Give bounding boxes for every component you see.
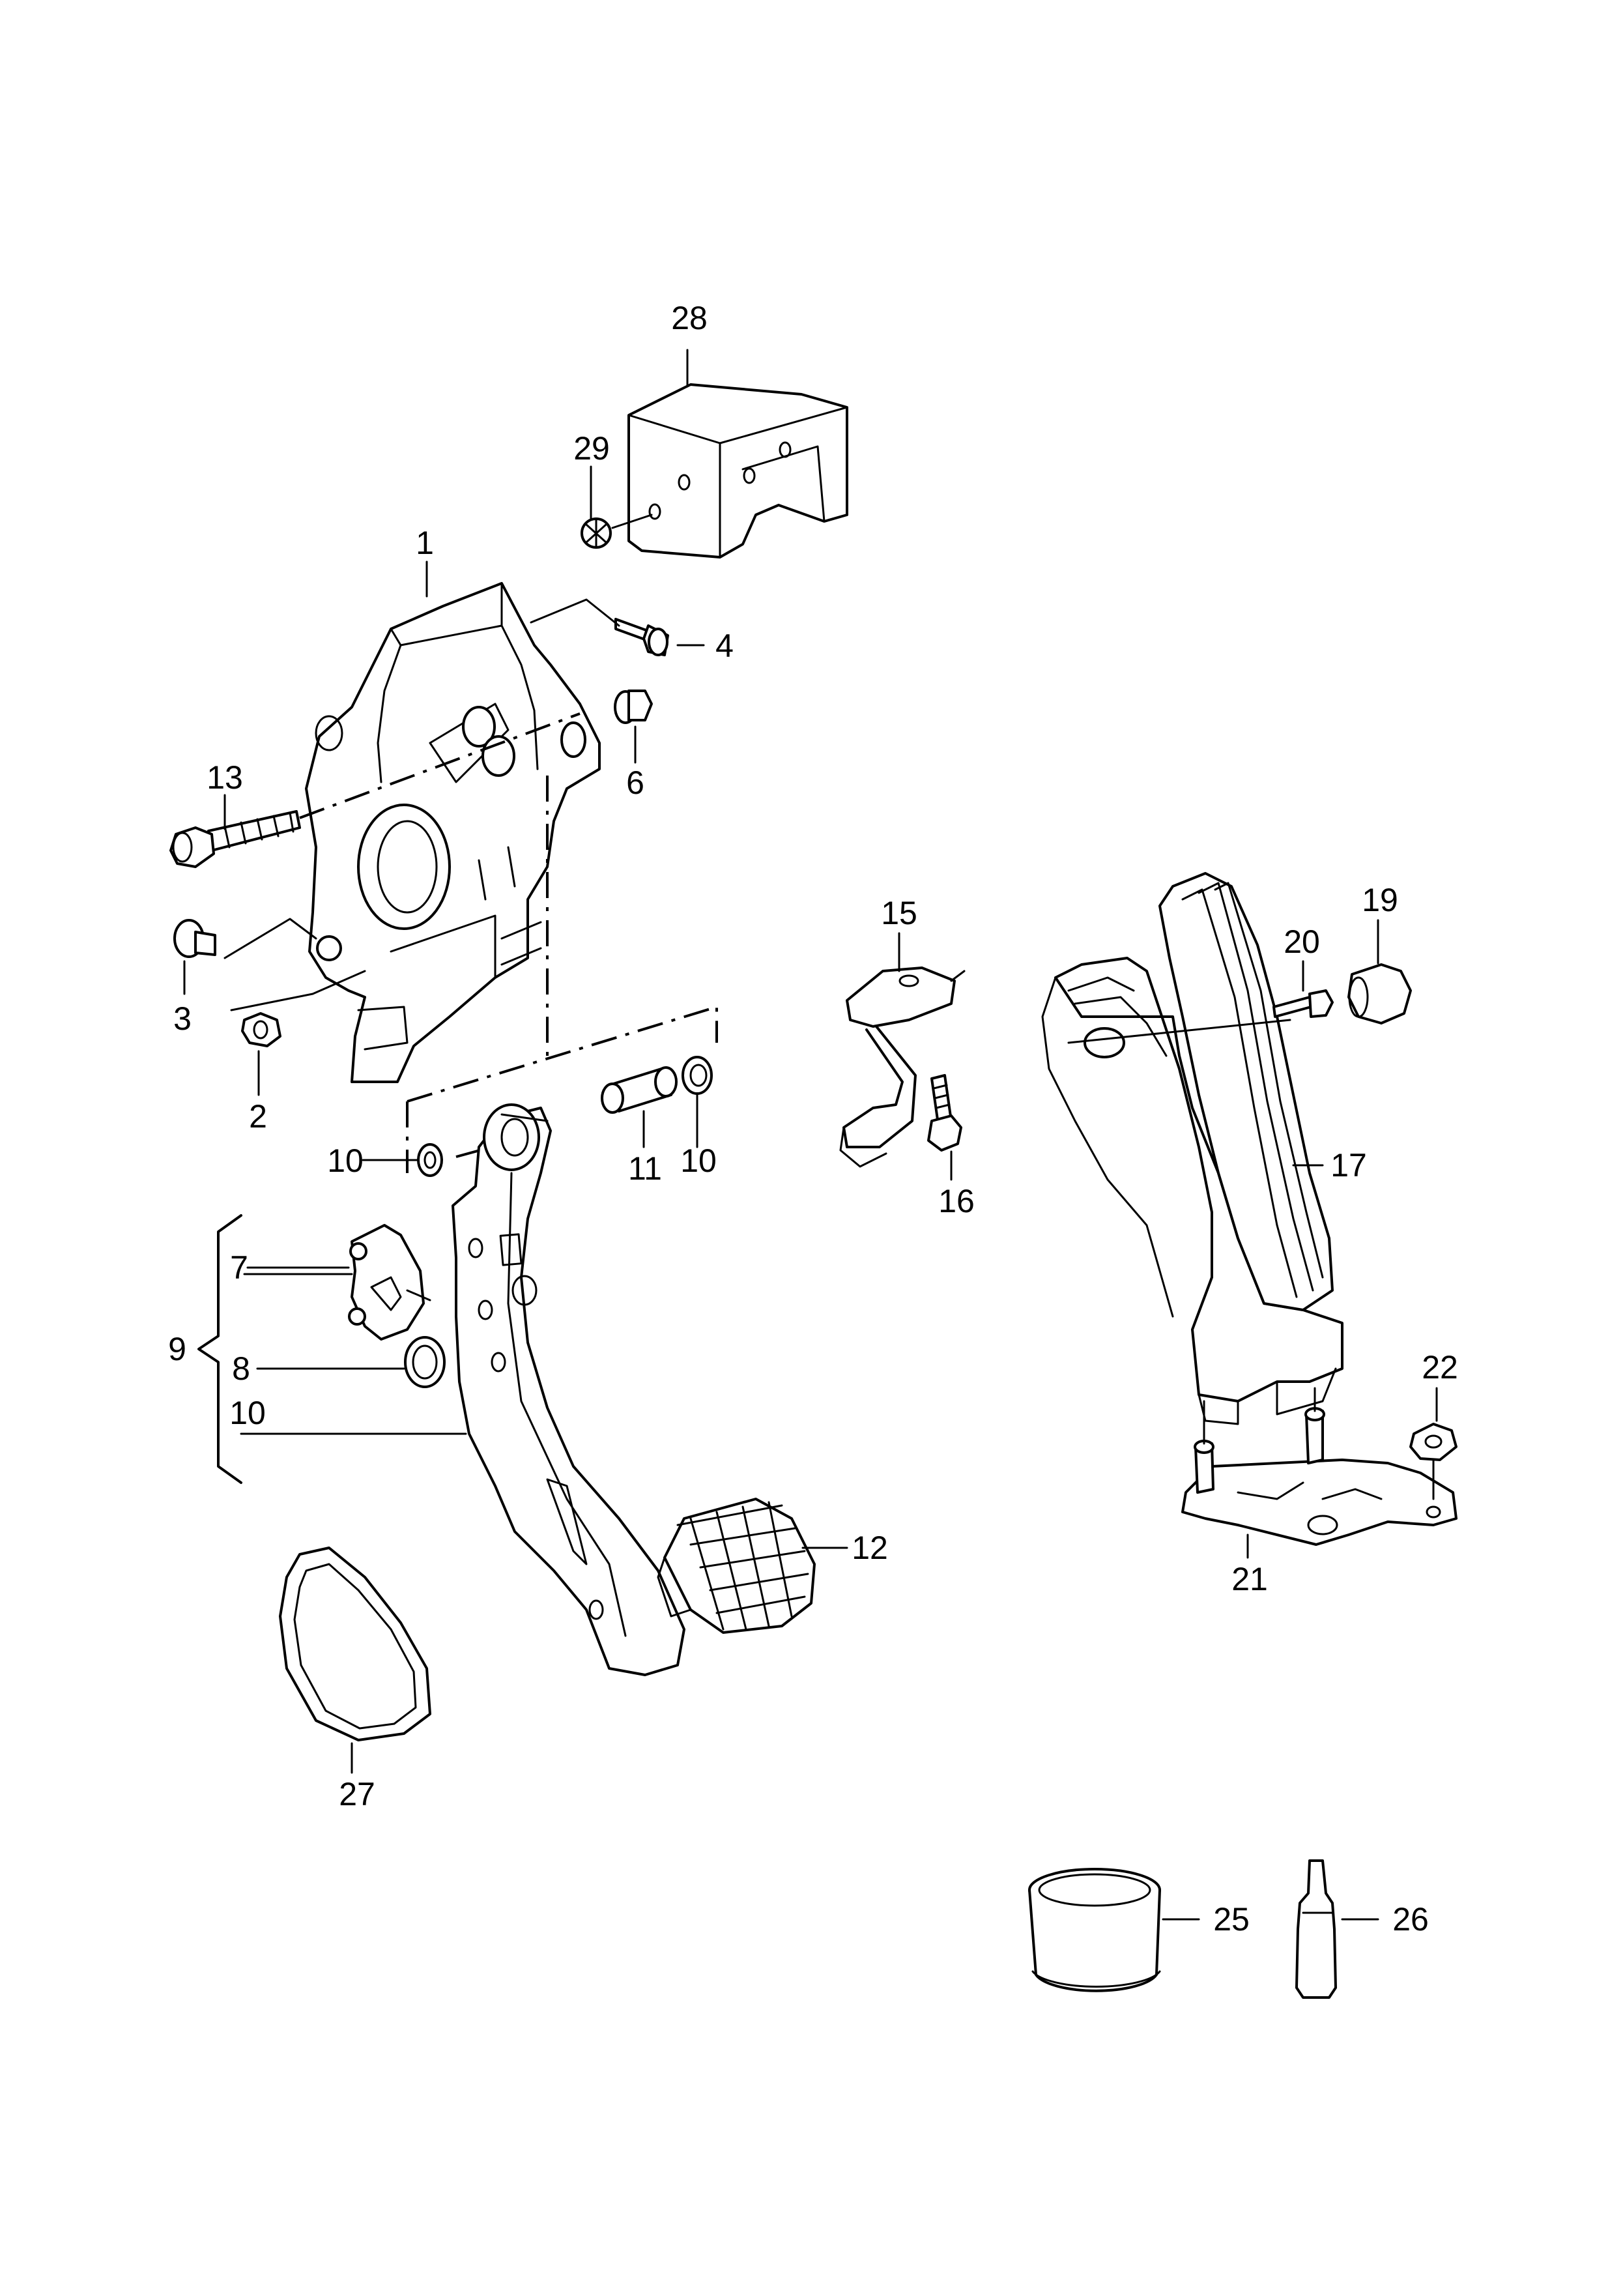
- part-17-accelerator-pedal: [1041, 872, 1343, 1425]
- label-10-left: 10: [327, 1142, 364, 1179]
- part-6-nut: [614, 690, 653, 724]
- label-16: 16: [938, 1183, 975, 1219]
- leader-lines: [183, 349, 1438, 1921]
- part-3-stud: [173, 918, 317, 959]
- part-25-sleeve: [1028, 1868, 1161, 1992]
- assembly-axis-lines: [406, 776, 718, 1173]
- label-17: 17: [1330, 1147, 1367, 1184]
- group-9-bracket: [197, 1214, 467, 1484]
- label-2: 2: [249, 1098, 267, 1135]
- label-22: 22: [1422, 1349, 1458, 1386]
- part-13-long-bolt: [169, 712, 581, 868]
- label-9: 9: [168, 1331, 186, 1367]
- label-11: 11: [628, 1150, 662, 1187]
- part-28-bracket-cover: [627, 383, 848, 559]
- label-27: 27: [339, 1776, 375, 1812]
- part-19-cap: [1347, 963, 1412, 1024]
- label-8: 8: [232, 1350, 250, 1387]
- label-13: 13: [207, 759, 243, 796]
- part-27-gasket: [279, 1547, 431, 1741]
- label-26: 26: [1392, 1901, 1429, 1938]
- part-22-nut: [1409, 1423, 1458, 1500]
- label-12: 12: [852, 1530, 888, 1566]
- label-7: 7: [230, 1249, 248, 1286]
- label-28: 28: [671, 300, 708, 336]
- part-10-bushing-left: [417, 1143, 443, 1177]
- part-20-screw: [1272, 989, 1334, 1018]
- label-4: 4: [715, 628, 734, 664]
- part-2-nut: [230, 970, 366, 1047]
- part-15-cable-bracket: [839, 966, 966, 1168]
- part-1-pedal-bracket: [305, 582, 601, 1083]
- part-8-ring: [404, 1336, 446, 1388]
- part-10-bushing-right: [682, 1056, 713, 1095]
- part-16-bolt: [927, 1074, 962, 1152]
- label-25: 25: [1213, 1901, 1250, 1938]
- label-3: 3: [173, 1000, 192, 1037]
- part-26-bottle: [1295, 1859, 1337, 1999]
- label-10-group: 10: [229, 1395, 266, 1431]
- label-20: 20: [1284, 923, 1320, 960]
- label-19: 19: [1362, 882, 1398, 918]
- label-15: 15: [881, 895, 917, 931]
- label-10-right: 10: [680, 1142, 717, 1179]
- part-12-clutch-pedal: [452, 1103, 816, 1676]
- label-1: 1: [416, 525, 434, 561]
- label-29: 29: [573, 430, 610, 467]
- label-6: 6: [626, 764, 644, 801]
- label-21: 21: [1231, 1561, 1268, 1597]
- part-11-sleeve: [601, 1066, 678, 1114]
- part-labels: 28 29 1 4 6 13 3 2 10 11 10 7 9 8 10 12 …: [168, 300, 1458, 1938]
- part-29-clip: [581, 514, 653, 549]
- part-7-pedal-stop: [348, 1224, 431, 1341]
- part-21-base-plate: [1181, 1387, 1458, 1546]
- part-4-bolt: [530, 598, 669, 656]
